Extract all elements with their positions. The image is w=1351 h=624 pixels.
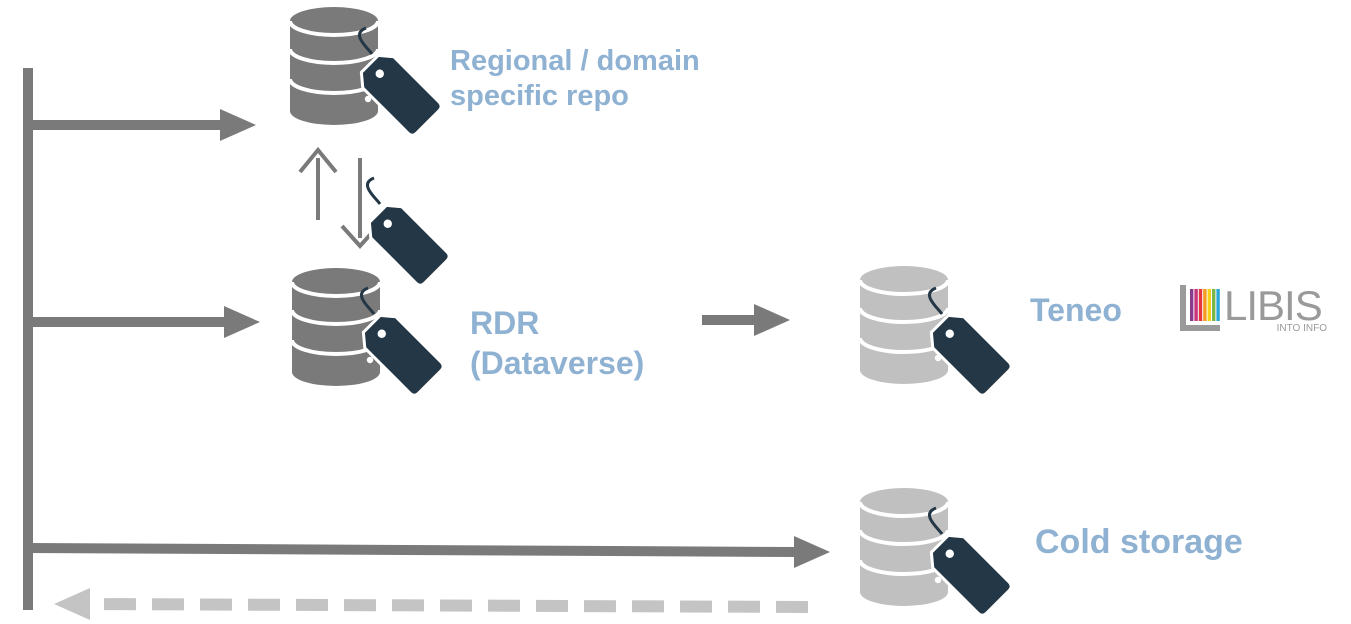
regional-repo-label: Regional / domain specific repo [450, 45, 700, 112]
libis-color-bar [1212, 289, 1216, 321]
libis-color-bar [1203, 289, 1207, 321]
cold-storage-label: Cold storage [1035, 523, 1243, 561]
arrow-to-cold-storage [27, 536, 830, 568]
arrow-rdr-to-teneo [702, 304, 790, 336]
libis-tagline: INTO INFO [1276, 323, 1327, 334]
arrow-to-rdr [28, 306, 260, 338]
metadata-tag-icon [360, 176, 453, 289]
up-arrow [298, 146, 338, 220]
libis-color-bar [1216, 289, 1220, 321]
libis-color-bar [1190, 289, 1194, 321]
libis-color-bar [1198, 289, 1203, 321]
rdr-label: RDR (Dataverse) [470, 305, 645, 381]
teneo-label: Teneo [1030, 292, 1122, 328]
libis-color-bar [1194, 289, 1198, 321]
arrow-to-regional [28, 109, 256, 141]
libis-logo: LIBIS INTO INFO [1180, 283, 1330, 335]
libis-color-bar [1207, 289, 1211, 321]
libis-mark-icon [1180, 285, 1220, 331]
dashed-return-arrow [54, 588, 809, 620]
regional-database-icon [288, 5, 380, 127]
teneo-database-icon [858, 264, 950, 386]
libis-wordmark: LIBIS [1224, 282, 1323, 329]
